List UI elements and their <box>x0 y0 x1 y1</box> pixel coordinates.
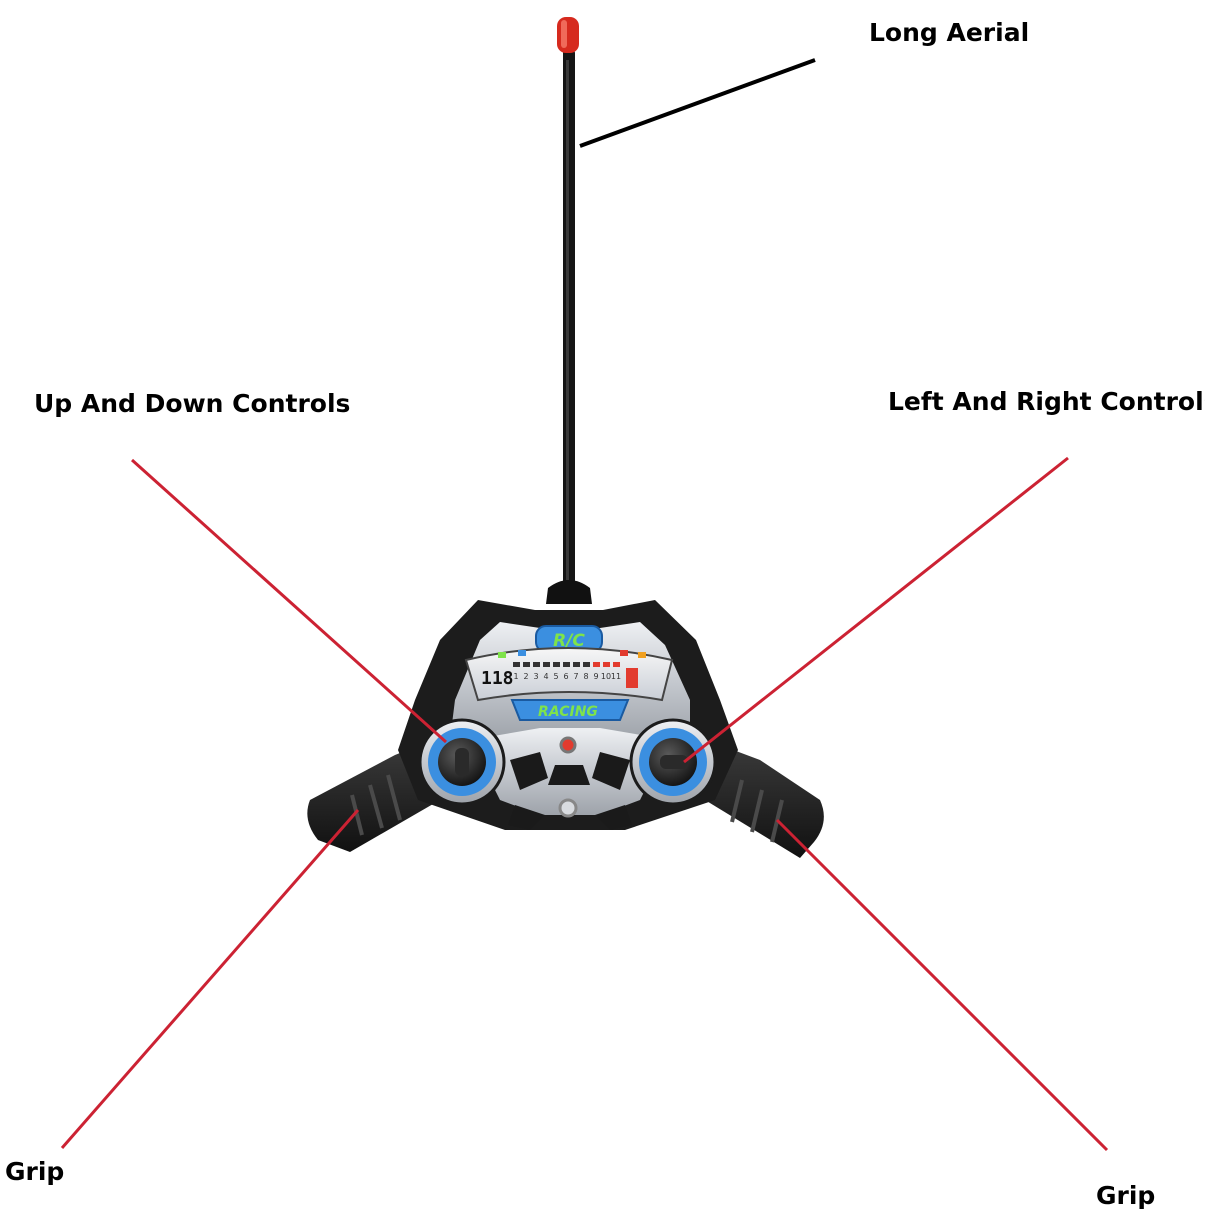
gauge-tick-label: 9 <box>593 672 598 681</box>
gauge-tick-bar <box>543 662 550 667</box>
gauge-tick-bar <box>563 662 570 667</box>
gauge-number: 118 <box>481 668 514 689</box>
aerial <box>546 17 592 604</box>
gauge-tick-label: 10 <box>601 672 611 681</box>
gauge-tick-bar <box>593 662 600 667</box>
gauge-tick-bar <box>523 662 530 667</box>
gauge-tick-bar <box>553 662 560 667</box>
gauge-tick-bar <box>603 662 610 667</box>
leader-line-aerial <box>579 58 816 148</box>
gauge-tick-bar <box>533 662 540 667</box>
callout-grip-right: Grip <box>1096 1181 1156 1210</box>
callout-grip-left: Grip <box>5 1157 65 1186</box>
callout-up-down-controls: Up And Down Controls <box>34 389 351 418</box>
leader-line-up-down <box>130 458 448 744</box>
gauge-tick-label: 7 <box>573 672 578 681</box>
aerial-tip <box>557 17 579 53</box>
right-joystick <box>629 718 717 806</box>
gauge-tick-label: 2 <box>523 672 528 681</box>
callout-long-aerial: Long Aerial <box>869 18 1030 47</box>
gauge-tick-label: 1 <box>513 672 518 681</box>
gauge-tick-label: 3 <box>533 672 538 681</box>
gauge-tick-bar <box>583 662 590 667</box>
gauge-tick-label: 5 <box>553 672 558 681</box>
gauge-tick-label: 8 <box>583 672 588 681</box>
gauge-tick-bar <box>513 662 520 667</box>
rc-badge-text: R/C <box>553 631 585 651</box>
gauge-tick-label: 11 <box>611 672 621 681</box>
racing-plate-text: RACING <box>538 704 598 720</box>
leader-line-left-right <box>683 456 1069 764</box>
racing-plate: RACING <box>510 699 630 721</box>
gauge-tick-label: 6 <box>563 672 568 681</box>
left-joystick <box>418 718 506 806</box>
leader-line-grip-left <box>60 809 360 1149</box>
gauge-tick-bar <box>573 662 580 667</box>
gauge-tick-label: 4 <box>543 672 548 681</box>
gauge-tick-bar <box>613 662 620 667</box>
rc-badge: R/C <box>535 625 603 653</box>
callout-left-right-controls: Left And Right Controls <box>888 387 1205 416</box>
center-screw <box>558 798 578 818</box>
power-led <box>559 736 577 754</box>
leader-line-grip-right <box>775 818 1109 1152</box>
